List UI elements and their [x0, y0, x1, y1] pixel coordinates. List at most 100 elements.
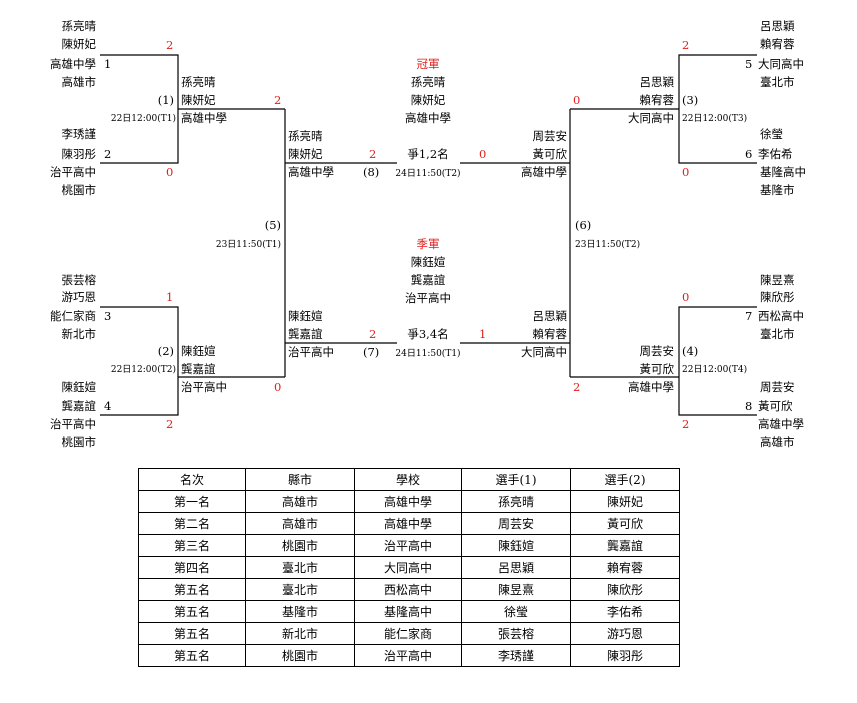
entry-school: 治平高中	[50, 165, 96, 179]
table-cell: 臺北市	[245, 578, 355, 601]
entry-player: 李佑希	[758, 147, 793, 161]
match-4-info: (4) 22日12:00(T4)	[682, 344, 747, 375]
table-row: 第五名基隆市基隆高中徐瑩李佑希	[138, 600, 680, 623]
entry-city: 高雄市	[760, 435, 795, 449]
winner-school: 治平高中	[181, 380, 227, 394]
third-place-right: 呂思穎 賴宥蓉 大同高中 1	[479, 309, 567, 359]
round2-winner-3: 呂思穎 賴宥蓉 大同高中 0	[573, 75, 674, 125]
final-left: 孫亮晴 陳妍妃 高雄中學 2	[288, 129, 376, 179]
entry-player: 陳欣彤	[760, 290, 795, 304]
table-cell: 賴宥蓉	[570, 556, 680, 579]
match-time: 23日11:50(T2)	[575, 239, 640, 250]
winner-score: 0	[573, 93, 580, 107]
match-number: (3)	[682, 93, 698, 107]
match-2-info: (2) 22日12:00(T2)	[111, 344, 176, 375]
table-row: 第三名桃園市治平高中陳鈺媗龔嘉誼	[138, 534, 680, 557]
entry-score: 0	[682, 290, 689, 304]
entry-player: 孫亮晴	[62, 19, 97, 33]
third-school: 治平高中	[405, 291, 451, 305]
table-cell: 李佑希	[570, 600, 680, 623]
winner-score: 2	[573, 380, 580, 394]
entry-city: 桃園市	[62, 183, 97, 197]
entry-seed: 4	[104, 399, 111, 413]
table-cell: 新北市	[245, 622, 355, 645]
winner-player: 黃可欣	[640, 362, 675, 376]
match-number: (4)	[682, 344, 698, 358]
winner-player: 陳妍妃	[181, 93, 216, 107]
third-title: 季軍	[417, 237, 440, 251]
winner-score: 0	[274, 380, 281, 394]
semifinalist-score: 1	[479, 327, 486, 341]
match-time: 23日11:50(T1)	[216, 239, 281, 250]
entry-seed: 6	[745, 147, 752, 161]
table-cell: 李琇謹	[461, 644, 571, 667]
entry-player: 陳鈺媗	[62, 380, 97, 394]
tournament-bracket: 孫亮晴 陳妍妃 高雄中學 1 高雄市 2 李琇謹 陳羽彤 2 治平高中 桃園市 …	[50, 19, 806, 449]
table-cell: 臺北市	[245, 556, 355, 579]
table-row: 第四名臺北市大同高中呂思穎賴宥蓉	[138, 556, 680, 579]
third-player: 龔嘉誼	[411, 273, 446, 287]
entry-school: 高雄中學	[50, 57, 96, 71]
champion-player: 孫亮晴	[411, 75, 446, 89]
match-time: 22日12:00(T3)	[682, 113, 747, 124]
champion-title: 冠軍	[417, 57, 440, 71]
entry-player: 陳妍妃	[62, 37, 97, 51]
entry-7: 陳昱熹 陳欣彤 7 西松高中 臺北市 0	[682, 273, 804, 341]
match-5-info: (5) 23日11:50(T1)	[216, 218, 281, 250]
finalist-player: 黃可欣	[533, 147, 568, 161]
table-cell: 高雄中學	[354, 490, 462, 513]
finalist-score: 0	[479, 147, 486, 161]
entry-seed: 2	[104, 147, 111, 161]
match-time: 24日11:50(T2)	[395, 168, 460, 179]
entry-player: 張芸榕	[62, 273, 97, 287]
entry-school: 基隆高中	[760, 165, 806, 179]
round2-winner-4: 周芸安 黃可欣 高雄中學 2	[573, 344, 674, 394]
entry-city: 臺北市	[760, 75, 795, 89]
third-player: 陳鈺媗	[411, 255, 446, 269]
match-3-info: (3) 22日12:00(T3)	[682, 93, 747, 124]
winner-player: 呂思穎	[640, 75, 675, 89]
match-7-info: (7) 24日11:50(T1)	[363, 345, 461, 359]
finalist-school: 高雄中學	[288, 165, 334, 179]
match-time: 24日11:50(T1)	[395, 348, 460, 359]
table-cell: 大同高中	[354, 556, 462, 579]
entry-player: 陳昱熹	[760, 273, 795, 287]
entry-4: 陳鈺媗 龔嘉誼 4 治平高中 桃園市 2	[50, 380, 173, 449]
table-cell: 西松高中	[354, 578, 462, 601]
entry-3: 張芸榕 游巧恩 能仁家商 3 新北市 1	[50, 273, 173, 341]
table-header-row: 名次 縣市 學校 選手(1) 選手(2)	[138, 468, 680, 491]
entry-seed: 8	[745, 399, 752, 413]
round2-winner-1: 孫亮晴 陳妍妃 高雄中學 2	[181, 75, 281, 125]
semifinalist-player: 賴宥蓉	[533, 327, 568, 341]
entry-score: 2	[682, 417, 689, 431]
round2-winner-2: 陳鈺媗 龔嘉誼 治平高中 0	[181, 344, 281, 394]
table-cell: 第五名	[138, 600, 246, 623]
table-row: 第五名桃園市治平高中李琇謹陳羽彤	[138, 644, 680, 667]
entry-5: 呂思穎 賴宥蓉 5 大同高中 臺北市 2	[682, 19, 804, 89]
table-cell: 第五名	[138, 578, 246, 601]
match-time: 22日12:00(T4)	[682, 364, 747, 375]
entry-seed: 7	[745, 309, 752, 323]
winner-school: 大同高中	[628, 111, 674, 125]
results-table-body: 第一名高雄市高雄中學孫亮晴陳妍妃第二名高雄市高雄中學周芸安黃可欣第三名桃園市治平…	[138, 490, 680, 667]
entry-seed: 5	[745, 57, 752, 71]
finalist-score: 2	[369, 147, 376, 161]
finalist-player: 周芸安	[533, 129, 568, 143]
table-cell: 能仁家商	[354, 622, 462, 645]
winner-player: 龔嘉誼	[181, 362, 216, 376]
match-8-info: (8) 24日11:50(T2)	[363, 165, 461, 179]
entry-seed: 1	[104, 57, 111, 71]
entry-8: 周芸安 8 黃可欣 高雄中學 高雄市 2	[682, 380, 804, 449]
third-place-label: 爭3,4名	[407, 327, 448, 341]
match-time: 22日12:00(T2)	[111, 364, 176, 375]
table-cell: 呂思穎	[461, 556, 571, 579]
entry-player: 周芸安	[760, 380, 795, 394]
entry-player: 陳羽彤	[62, 147, 97, 161]
table-cell: 陳鈺媗	[461, 534, 571, 557]
third-place-left: 陳鈺媗 龔嘉誼 治平高中 2	[288, 309, 376, 359]
match-number: (5)	[265, 218, 281, 232]
match-number: (1)	[158, 93, 174, 107]
champion-school: 高雄中學	[405, 111, 451, 125]
entry-score: 1	[166, 290, 173, 304]
table-cell: 第五名	[138, 622, 246, 645]
